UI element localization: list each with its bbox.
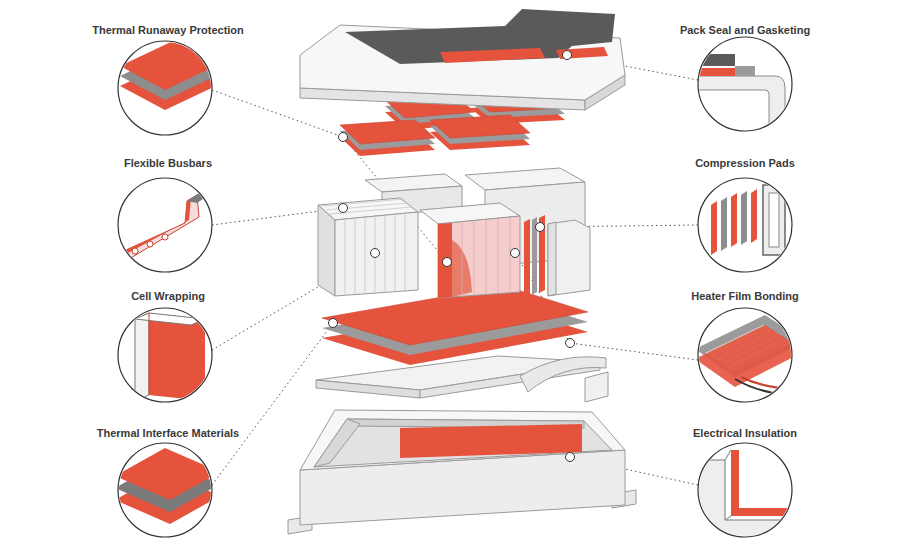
detail-compression-pads — [698, 178, 792, 272]
thermal-interface-sheets — [322, 286, 588, 365]
leader-lines — [212, 55, 698, 485]
pack-lid — [300, 9, 625, 110]
callout-label: Heater Film Bonding — [635, 288, 855, 304]
detail-electrical-insulation — [695, 443, 795, 540]
callout-label: Electrical Insulation — [635, 425, 855, 441]
base-plate — [316, 356, 608, 402]
callout-label: Compression Pads — [635, 155, 855, 171]
callout-label: Pack Seal and Gasketing — [635, 22, 855, 38]
callout-label: Thermal Runaway Protection — [58, 22, 278, 38]
callout-label: Cell Wrapping — [58, 288, 278, 304]
detail-cell-wrapping — [118, 308, 212, 402]
cell-modules — [318, 168, 590, 298]
battery-tray — [288, 410, 636, 534]
detail-pack-seal — [695, 37, 792, 144]
detail-thermal-runaway — [118, 40, 220, 135]
detail-flexible-busbar — [115, 178, 212, 272]
callout-label: Flexible Busbars — [58, 155, 278, 171]
callout-label: Thermal Interface Materials — [58, 425, 278, 441]
detail-thermal-interface — [115, 443, 220, 537]
detail-heater-film — [695, 308, 805, 402]
callout-markers — [329, 51, 575, 462]
